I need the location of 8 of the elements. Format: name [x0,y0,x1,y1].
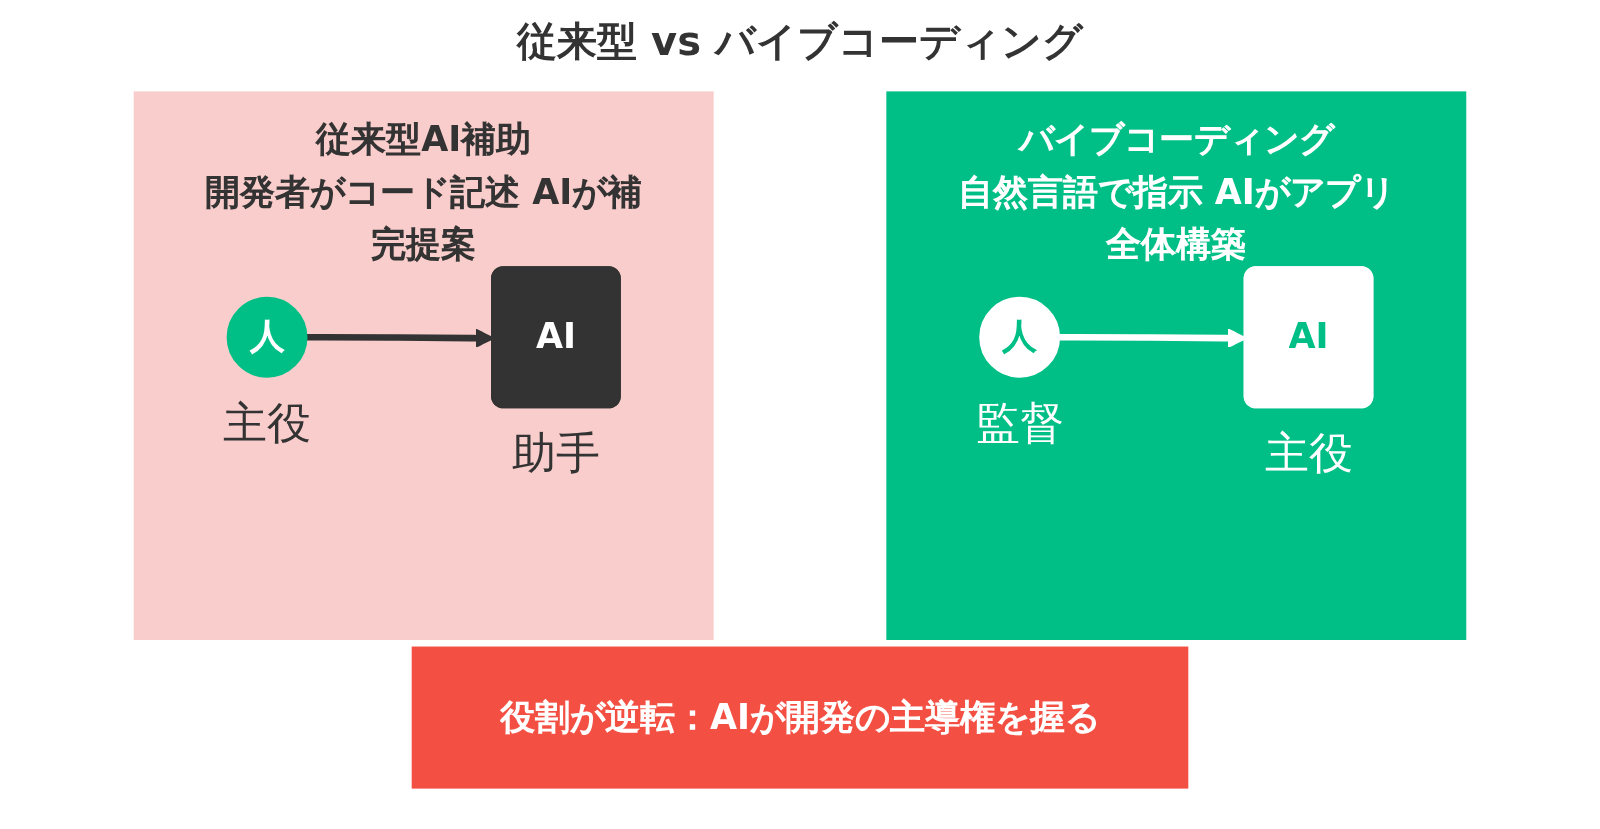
role-caption: 主役 [223,396,312,448]
node-box: 役割が逆転：AIが開発の主導権を握る [411,646,1189,789]
node-circle: 人 [226,296,308,378]
role-caption: 助手 [511,427,600,479]
role-caption: 監督 [975,396,1064,448]
node-circle: 人 [979,296,1061,378]
role-caption: 主役 [1264,427,1353,479]
diagram-title: 従来型 vs バイブコーディング [515,17,1085,66]
